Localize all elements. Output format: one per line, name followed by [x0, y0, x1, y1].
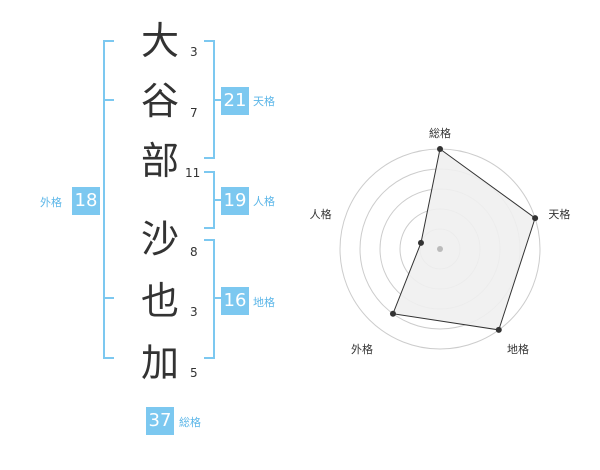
jinkaku-label: 人格: [253, 195, 275, 208]
stroke-count-6: 5: [190, 366, 198, 380]
radar-point-1: [437, 146, 443, 152]
radar-center-dot: [437, 246, 443, 252]
radar-point-5: [417, 239, 424, 246]
gaikaku-value-badge: 18: [72, 187, 100, 215]
jinkaku-value-badge: 19: [221, 187, 249, 215]
radar-axis-label-5: 人格: [310, 207, 332, 221]
radar-series-area: [392, 148, 536, 331]
radar-axis-label-4: 外格: [351, 342, 373, 356]
gaikaku-label: 外格: [40, 196, 62, 209]
chikaku-value-badge: 16: [221, 287, 249, 315]
chikaku-label: 地格: [253, 296, 275, 309]
stroke-count-2: 7: [190, 106, 198, 120]
stroke-count-4: 8: [190, 245, 198, 259]
tenkaku-bracket: [204, 40, 215, 159]
radar-point-3: [495, 326, 502, 333]
radar-axis-label-3: 地格: [507, 342, 529, 356]
stroke-count-5: 3: [190, 305, 198, 319]
jinkaku-bracket: [204, 171, 215, 229]
name-char-1: 大: [140, 19, 179, 63]
chikaku-bracket: [204, 239, 215, 359]
tenkaku-label: 天格: [253, 95, 275, 108]
name-char-5: 也: [140, 279, 179, 323]
soukaku-value-badge: 37: [146, 407, 174, 435]
name-char-6: 加: [140, 341, 179, 385]
tenkaku-value-badge: 21: [221, 87, 249, 115]
bracket-lines: [103, 40, 222, 359]
name-char-4: 沙: [140, 217, 179, 261]
name-char-2: 谷: [140, 79, 179, 123]
radar-axis-label-1: 総格: [429, 126, 451, 140]
stroke-count-3: 11: [185, 166, 201, 180]
radar-point-4: [389, 310, 396, 317]
radar-point-2: [532, 215, 539, 222]
stroke-count-1: 3: [190, 45, 198, 59]
gaikaku-bracket: [103, 40, 114, 359]
radar-axis-label-2: 天格: [548, 207, 570, 221]
name-char-3: 部: [140, 139, 179, 183]
soukaku-label: 総格: [179, 416, 201, 429]
